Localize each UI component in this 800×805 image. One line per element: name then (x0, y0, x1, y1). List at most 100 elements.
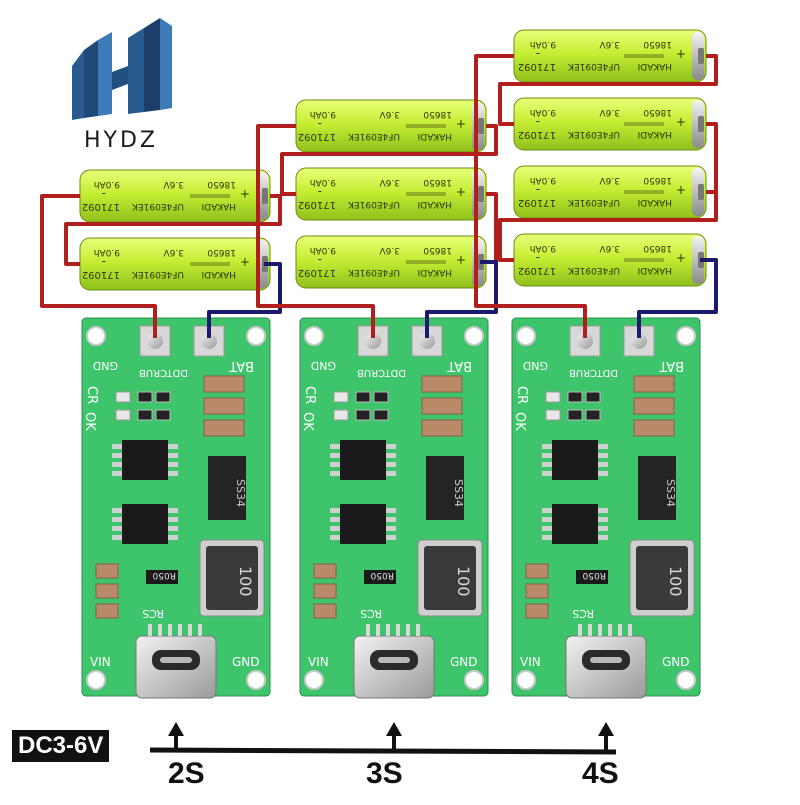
positive-lead (207, 262, 282, 338)
cell-plus-mark: + (456, 253, 466, 267)
led-ok (115, 409, 131, 421)
input-bus-line (149, 747, 617, 755)
inductor-core (636, 546, 688, 610)
cell-plus-mark: + (676, 251, 686, 265)
mounting-hole (86, 326, 106, 346)
series-label-3s: 3S (366, 757, 403, 790)
ic-pin (168, 453, 178, 458)
ic-pin (386, 462, 396, 467)
smd-capacitor (421, 419, 463, 437)
gnd-silkscreen: GND (93, 359, 118, 372)
ic-pin (112, 471, 122, 476)
cell-batch: 171092 (82, 201, 120, 212)
ic-pin (542, 453, 552, 458)
usb-c-tongue (160, 657, 192, 663)
cell-batch: 171092 (298, 267, 336, 278)
cell-barcode (406, 124, 446, 128)
usb-c-pin (406, 624, 410, 636)
cell-minus-mark: - (318, 253, 322, 267)
input-arrow (168, 722, 184, 736)
ok-silkscreen: OK (300, 412, 315, 431)
smd-capacitor (525, 583, 549, 599)
vin-silkscreen: VIN (520, 655, 541, 669)
led-cr (333, 391, 349, 403)
cell-barcode (624, 258, 664, 262)
cr-silkscreen: CR (302, 386, 317, 404)
smd-capacitor (95, 583, 119, 599)
input-bus (149, 722, 617, 755)
cell-plus-mark: + (676, 47, 686, 61)
cell-minus-mark: - (102, 255, 106, 269)
usb-c-pin (578, 624, 582, 636)
vin-silkscreen: VIN (308, 655, 329, 669)
ic-pin (330, 462, 340, 467)
ic-pin (330, 517, 340, 522)
ic-pin (598, 535, 608, 540)
ic-pin (330, 526, 340, 531)
ic-pin (542, 526, 552, 531)
gnd-silkscreen: GND (523, 359, 548, 372)
ic-pin (386, 508, 396, 513)
inductor-core (206, 546, 258, 610)
series-link (280, 124, 498, 196)
ic-pin (542, 535, 552, 540)
cell-type: 18650 (423, 177, 452, 187)
smd-resistor (155, 391, 171, 403)
smd-capacitor (95, 563, 119, 579)
ic-pin (598, 471, 608, 476)
led-cr (545, 391, 561, 403)
gnd-bottom-silkscreen: GND (450, 655, 478, 669)
smd-capacitor (633, 397, 675, 415)
cell-minus-mark: - (536, 115, 540, 129)
usb-c-pin (148, 624, 152, 636)
usb-c-pin (386, 624, 390, 636)
diode (638, 456, 676, 520)
cell-type: 18650 (643, 243, 672, 253)
series-label-4s: 4S (582, 757, 619, 790)
battery-wiring (40, 194, 282, 338)
usb-c-pin (168, 624, 172, 636)
smd-resistor (567, 409, 583, 421)
battery-wiring (256, 124, 498, 338)
ic-pin (386, 526, 396, 531)
cell-capacity: 9.0Ah (530, 39, 556, 49)
smd-resistor (585, 391, 601, 403)
ic-chip (122, 504, 168, 544)
rcs-silkscreen: RCS (360, 607, 382, 620)
cell-type: 18650 (207, 179, 236, 189)
cell-barcode (406, 192, 446, 196)
ic-pin (386, 517, 396, 522)
cell-batch: 171092 (82, 269, 120, 280)
input-voltage-label: DC3-6V (12, 730, 110, 762)
cell-positive-nub (262, 188, 268, 204)
cell-code: UF4E091EK (131, 269, 184, 279)
cell-capacity: 9.0Ah (530, 107, 556, 117)
cell-positive-nub (478, 118, 484, 134)
cell-capacity: 9.0Ah (310, 177, 336, 187)
cell-plus-mark: + (240, 187, 250, 201)
cell-barcode (190, 262, 230, 266)
ic-pin (542, 462, 552, 467)
ic-pin (598, 444, 608, 449)
mounting-hole (464, 326, 484, 346)
smd-capacitor (313, 603, 337, 619)
smd-capacitor (633, 375, 675, 393)
cell-batch: 171092 (518, 265, 556, 276)
series-link (706, 122, 718, 194)
diode-marking: SS34 (664, 479, 677, 507)
mounting-hole (246, 326, 266, 346)
usb-c-pin (396, 624, 400, 636)
ic-pin (168, 535, 178, 540)
cell-plus-mark: + (240, 255, 250, 269)
negative-lead (256, 124, 375, 338)
ic-pin (542, 444, 552, 449)
ic-pin (168, 526, 178, 531)
cell-positive-nub (698, 184, 704, 200)
cell-batch: 171092 (298, 199, 336, 210)
cell-positive-nub (478, 186, 484, 202)
